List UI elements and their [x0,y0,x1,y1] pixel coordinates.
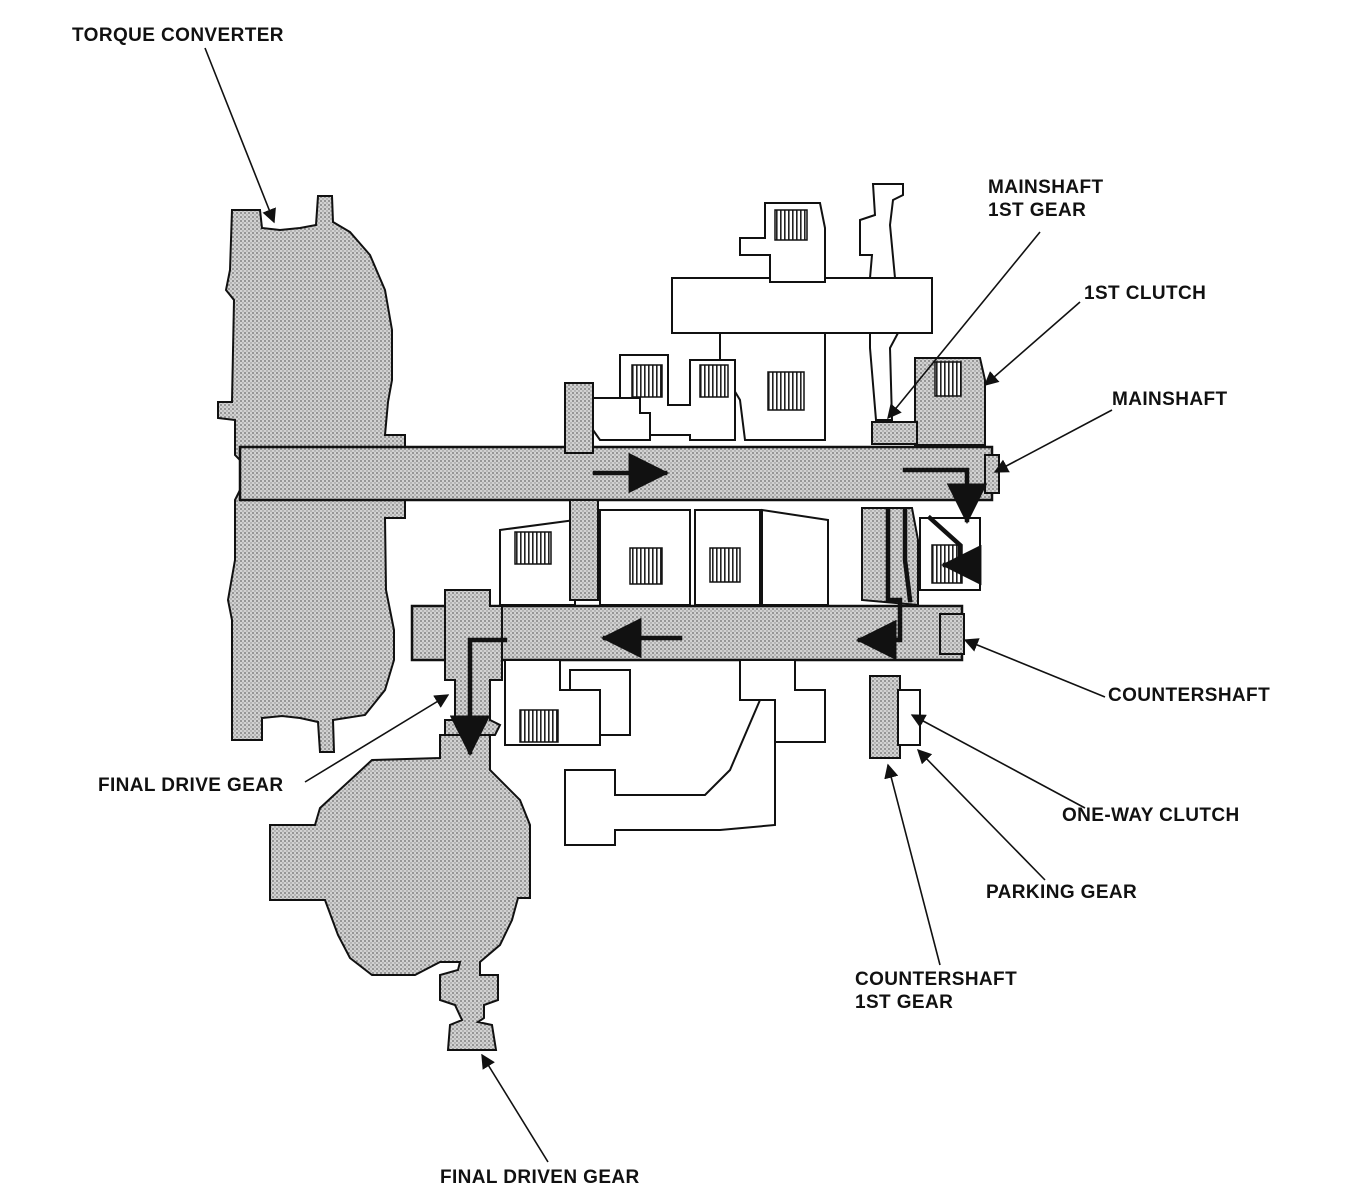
label-1st-clutch: 1ST CLUTCH [1084,283,1207,304]
countershaft-end [939,613,965,655]
label-final-driven-gear: FINAL DRIVEN GEAR [440,1167,640,1188]
mainshaft-end [984,454,1000,494]
leader-mainshaft [993,409,1113,473]
label-final-drive-gear: FINAL DRIVE GEAR [98,775,284,796]
label-mainshaft: MAINSHAFT [1112,389,1228,410]
clutch-plates [699,364,729,398]
label-mainshaft-1st-gear: MAINSHAFT 1ST GEAR [988,177,1104,221]
label-one-way-clutch: ONE-WAY CLUTCH [1062,805,1240,826]
clutch-plates [514,531,552,565]
clutch-plates [631,364,663,398]
clutch-plates [934,361,962,397]
lower-gear-assembly [504,659,921,846]
clutch-plates [767,371,805,411]
leader-1st-clutch [983,301,1081,386]
label-countershaft-1st-gear: COUNTERSHAFT 1ST GEAR [855,969,1018,1013]
leader-lines [204,47,1113,1163]
clutch-plates [774,209,808,241]
leader-countershaft-1st-gear [884,763,941,966]
label-parking-gear: PARKING GEAR [986,882,1138,903]
final-drive-gear [444,589,503,736]
label-countershaft: COUNTERSHAFT [1108,685,1271,706]
power-flow-path [449,452,988,757]
leader-parking-gear [916,748,1046,881]
label-torque-converter: TORQUE CONVERTER [72,25,284,46]
leader-final-driven-gear [481,1053,549,1163]
leader-mainshaft-1st-gear [887,231,1041,420]
leader-final-drive-gear [304,694,450,783]
differential-housing [269,734,531,1051]
clutch-plates [629,547,663,585]
leader-one-way-clutch [910,714,1086,809]
leader-countershaft [963,638,1106,698]
clutch-plates [709,547,741,583]
leader-torque-converter [204,47,276,224]
clutch-plates [519,709,559,743]
